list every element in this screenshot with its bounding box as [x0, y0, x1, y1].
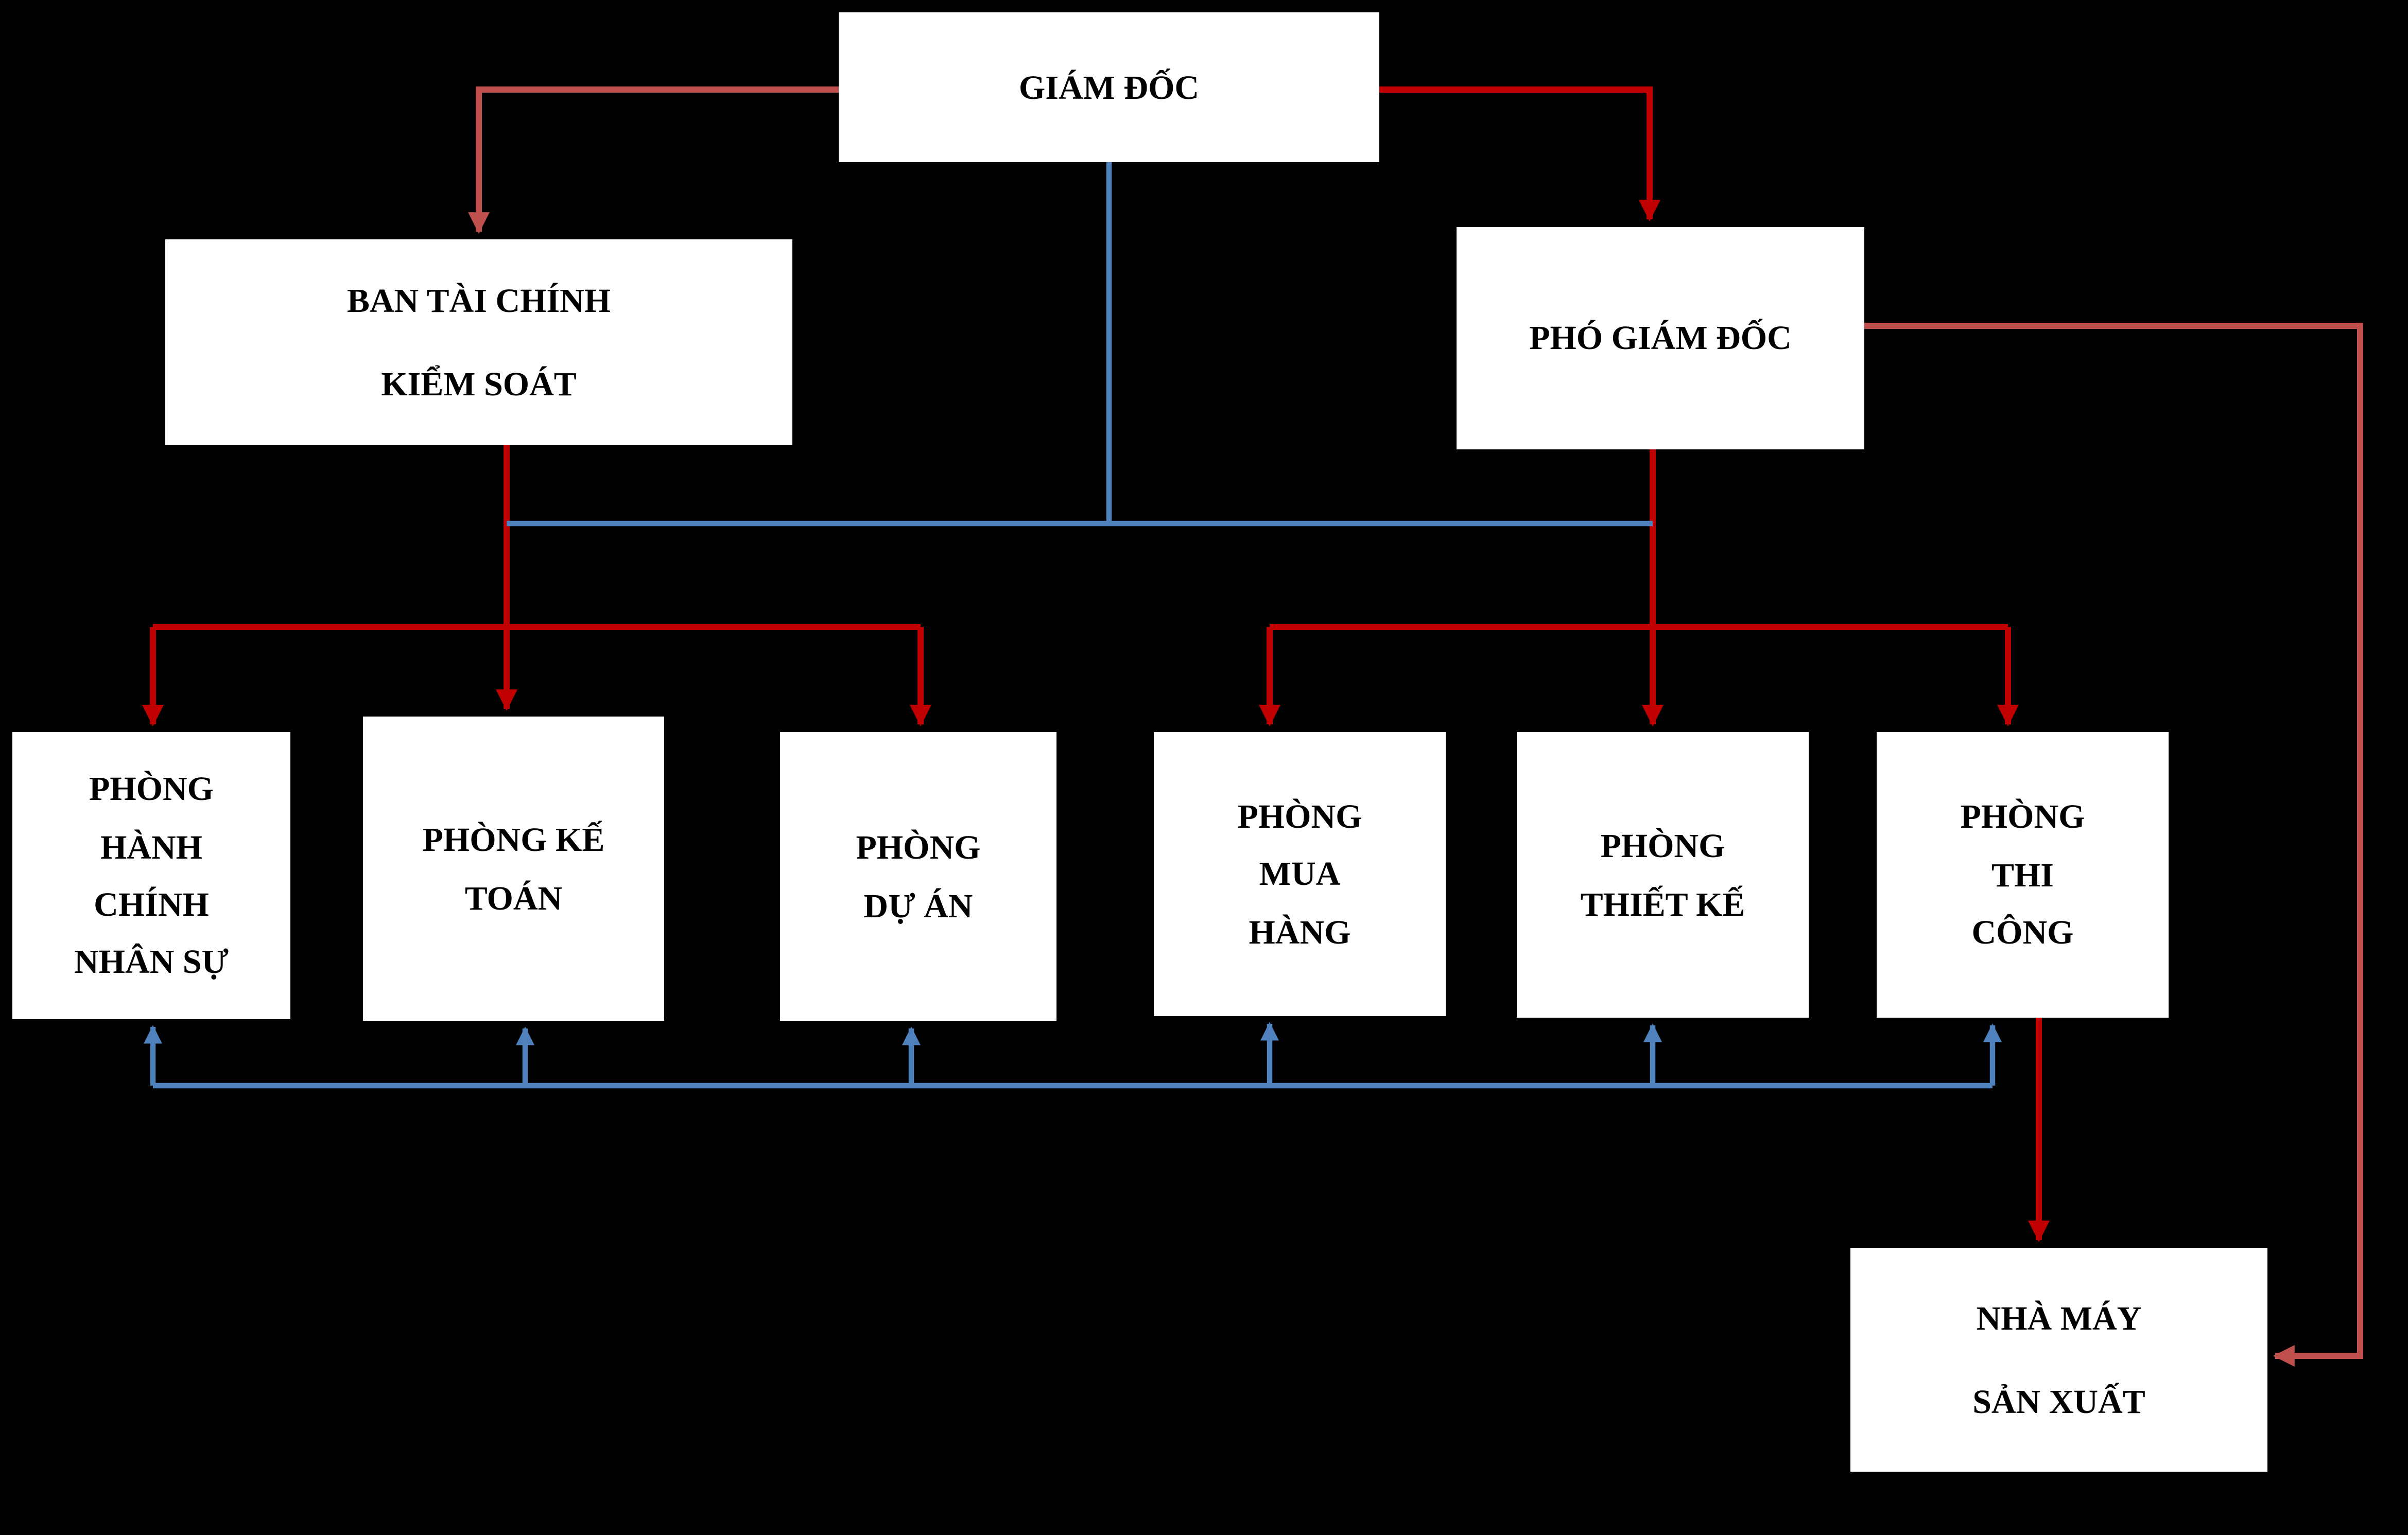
node-phong-du-an: PHÒNG DỰ ÁN	[780, 732, 1056, 1021]
node-phong-thi-cong: PHÒNG THI CÔNG	[1877, 732, 2169, 1018]
blue-edge-group	[144, 162, 2002, 1089]
node-phong-ke-toan: PHÒNG KẾ TOÁN	[363, 717, 664, 1021]
edge-giam-doc-to-pho-giam-doc	[1379, 86, 1660, 222]
node-phong-mua-hang-label: PHÒNG MUA HÀNG	[1237, 796, 1362, 951]
node-giam-doc: GIÁM ĐỐC	[839, 12, 1379, 162]
node-phong-thiet-ke-label: PHÒNG THIẾT KẾ	[1580, 826, 1745, 923]
node-ban-tai-chinh-kiem-soat-label: BAN TÀI CHÍNH KIỂM SOÁT	[347, 280, 611, 403]
node-phong-mua-hang: PHÒNG MUA HÀNG	[1154, 732, 1446, 1016]
node-phong-thiet-ke: PHÒNG THIẾT KẾ	[1517, 732, 1809, 1018]
node-phong-thi-cong-label: PHÒNG THI CÔNG	[1960, 797, 2085, 952]
node-giam-doc-label: GIÁM ĐỐC	[1018, 67, 1200, 106]
red-edge-group	[142, 86, 2050, 1243]
node-phong-hanh-chinh-nhan-su-label: PHÒNG HÀNH CHÍNH NHÂN SỰ	[74, 769, 229, 982]
node-nha-may-san-xuat: NHÀ MÁY SẢN XUẤT	[1850, 1248, 2267, 1472]
edge-giam-doc-to-ban-tai-chinh	[468, 86, 839, 234]
edge-pho-giam-doc-to-nha-may	[1864, 323, 2363, 1367]
muted-red-edge-group	[468, 86, 2363, 1367]
node-nha-may-san-xuat-label: NHÀ MÁY SẢN XUẤT	[1972, 1298, 2145, 1420]
node-phong-ke-toan-label: PHÒNG KẾ TOÁN	[422, 820, 605, 917]
node-phong-du-an-label: PHÒNG DỰ ÁN	[856, 828, 981, 925]
node-pho-giam-doc-label: PHÓ GIÁM ĐỐC	[1529, 318, 1792, 357]
node-phong-hanh-chinh-nhan-su: PHÒNG HÀNH CHÍNH NHÂN SỰ	[12, 732, 290, 1019]
node-pho-giam-doc: PHÓ GIÁM ĐỐC	[1457, 227, 1864, 449]
node-ban-tai-chinh-kiem-soat: BAN TÀI CHÍNH KIỂM SOÁT	[165, 239, 792, 445]
